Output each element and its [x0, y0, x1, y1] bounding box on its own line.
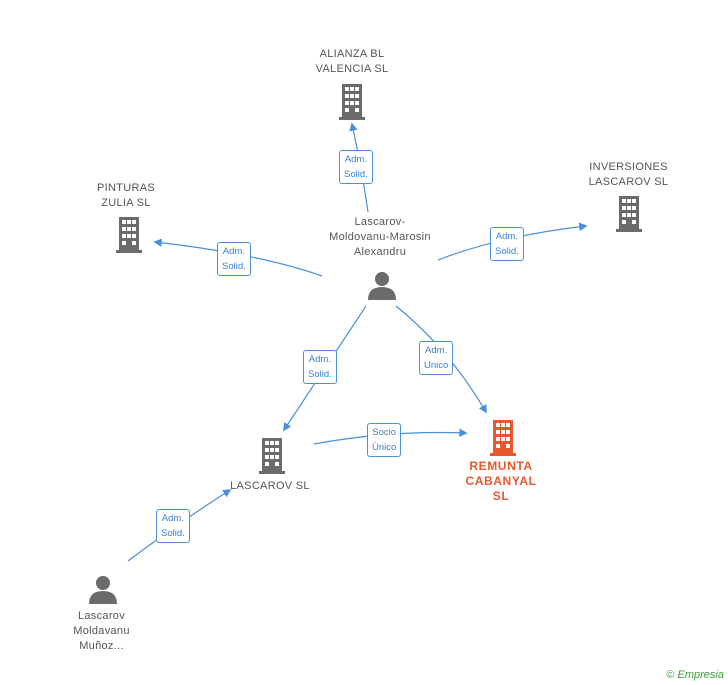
- edge-label-bottom-to-lascarov[interactable]: Adm. Solid.: [156, 509, 190, 543]
- edge-label-lascarov-to-remunta[interactable]: Socio Único: [367, 423, 402, 457]
- node-label-inversiones[interactable]: INVERSIONES LASCAROV SL: [588, 161, 669, 188]
- building-focus-icon[interactable]: [488, 420, 518, 456]
- edge-label-to-lascarov-sl[interactable]: Adm. Solid.: [303, 350, 337, 384]
- person-icon[interactable]: [367, 270, 397, 300]
- brand-logo: Empresia: [677, 669, 724, 681]
- node-label-lascarov-sl[interactable]: LASCAROV SL: [230, 480, 310, 492]
- footer-brand: © Empresia: [666, 669, 724, 681]
- edge-label-to-pinturas[interactable]: Adm. Solid.: [217, 242, 251, 276]
- node-label-alianza[interactable]: ALIANZA BL VALENCIA SL: [315, 48, 389, 75]
- node-label-center-person[interactable]: Lascarov- Moldovanu-Marosin Alexandru: [329, 216, 431, 258]
- edge-label-to-alianza[interactable]: Adm. Solid.: [339, 150, 373, 184]
- building-icon[interactable]: [114, 217, 144, 253]
- node-label-pinturas[interactable]: PINTURAS ZULIA SL: [96, 182, 156, 209]
- node-label-remunta[interactable]: REMUNTA CABANYAL SL: [465, 459, 537, 503]
- building-icon[interactable]: [337, 84, 367, 120]
- edge-label-to-remunta[interactable]: Adm. Unico: [419, 341, 454, 375]
- edge-label-to-inversiones[interactable]: Adm. Solid.: [490, 227, 524, 261]
- copyright-icon: ©: [666, 669, 675, 681]
- building-icon[interactable]: [614, 196, 644, 232]
- node-label-bottom-person[interactable]: Lascarov Moldavanu Muñoz...: [73, 610, 130, 652]
- building-icon[interactable]: [257, 438, 287, 474]
- person-icon[interactable]: [88, 574, 118, 604]
